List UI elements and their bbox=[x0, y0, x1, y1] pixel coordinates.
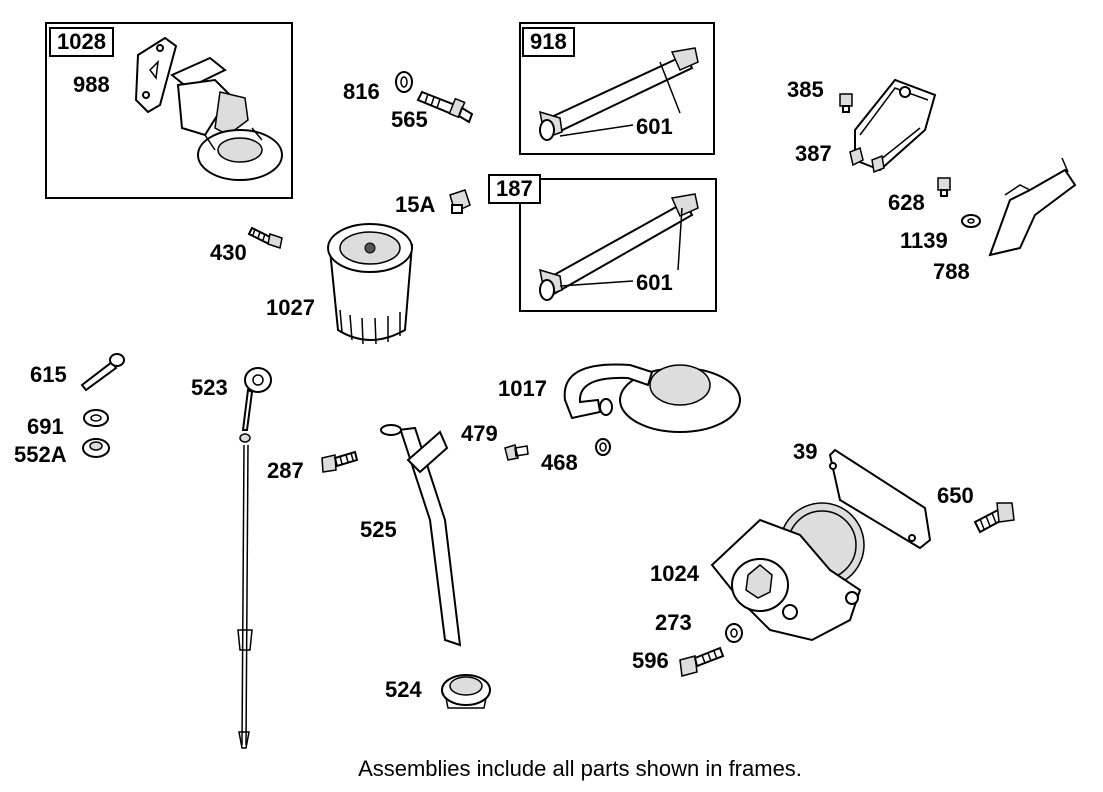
part-552A-seal bbox=[82, 438, 110, 458]
part-1024-oil-pump bbox=[710, 502, 865, 642]
assembly-tag-1028: 1028 bbox=[49, 27, 114, 57]
label-816: 816 bbox=[343, 79, 380, 104]
part-1027-oil-filter bbox=[327, 223, 414, 345]
assembly-tag-187: 187 bbox=[488, 174, 541, 204]
assembly-tag-918: 918 bbox=[522, 27, 575, 57]
part-523-dipstick bbox=[237, 367, 272, 749]
part-525-dipstick-tube bbox=[380, 424, 462, 647]
part-1028-filter-adapter bbox=[170, 56, 283, 181]
label-650: 650 bbox=[937, 483, 974, 508]
label-565: 565 bbox=[391, 107, 428, 132]
part-650-bolt bbox=[973, 502, 1015, 534]
part-479-screw bbox=[504, 444, 529, 461]
label-615: 615 bbox=[30, 362, 67, 387]
label-601-187: 601 bbox=[636, 270, 673, 295]
label-39: 39 bbox=[793, 439, 818, 464]
label-1017: 1017 bbox=[498, 376, 547, 401]
assembly-frame-1028 bbox=[45, 22, 293, 199]
label-430: 430 bbox=[210, 240, 247, 265]
label-596: 596 bbox=[632, 648, 669, 673]
part-430-bolt bbox=[247, 226, 283, 249]
part-273-washer bbox=[725, 623, 743, 643]
label-273: 273 bbox=[655, 610, 692, 635]
diagram-caption: Assemblies include all parts shown in fr… bbox=[358, 756, 802, 781]
label-628: 628 bbox=[888, 190, 925, 215]
label-1139: 1139 bbox=[900, 228, 948, 253]
label-988: 988 bbox=[73, 72, 110, 97]
label-479: 479 bbox=[461, 421, 498, 446]
label-468: 468 bbox=[541, 450, 578, 475]
label-523: 523 bbox=[191, 375, 228, 400]
label-287: 287 bbox=[267, 458, 304, 483]
label-1024: 1024 bbox=[650, 561, 699, 586]
label-788: 788 bbox=[933, 259, 970, 284]
part-565-hose-fitting bbox=[416, 90, 474, 124]
part-385-screw bbox=[839, 93, 853, 113]
part-1017-oil-pickup bbox=[563, 363, 741, 433]
label-15A: 15A bbox=[395, 192, 436, 217]
part-287-bolt bbox=[321, 450, 359, 473]
part-691-washer bbox=[83, 409, 109, 427]
label-552A: 552A bbox=[14, 442, 67, 467]
label-524: 524 bbox=[385, 677, 422, 702]
part-39-gasket bbox=[828, 448, 932, 550]
label-691: 691 bbox=[27, 414, 64, 439]
leader-lines bbox=[559, 61, 683, 287]
part-468-o-ring bbox=[595, 438, 611, 456]
part-788-bracket bbox=[988, 157, 1077, 257]
part-988-gasket bbox=[134, 36, 178, 114]
label-387: 387 bbox=[795, 141, 832, 166]
part-15A-plug bbox=[449, 189, 471, 214]
part-524-plug bbox=[441, 674, 491, 709]
part-1139-washer bbox=[961, 214, 981, 228]
part-596-bolt bbox=[679, 646, 725, 677]
label-601-918: 601 bbox=[636, 114, 673, 139]
label-525: 525 bbox=[360, 517, 397, 542]
assembly-frame-187 bbox=[519, 178, 717, 312]
part-628-screw bbox=[937, 177, 951, 197]
part-816-ring bbox=[395, 71, 413, 93]
label-1027: 1027 bbox=[266, 295, 315, 320]
part-615-pin bbox=[80, 353, 125, 392]
part-918-hose-tube bbox=[539, 47, 699, 141]
part-187-hose-tube bbox=[539, 193, 699, 301]
assembly-frame-918 bbox=[519, 22, 715, 155]
label-385: 385 bbox=[787, 77, 824, 102]
part-387-fuel-pump bbox=[849, 78, 937, 174]
